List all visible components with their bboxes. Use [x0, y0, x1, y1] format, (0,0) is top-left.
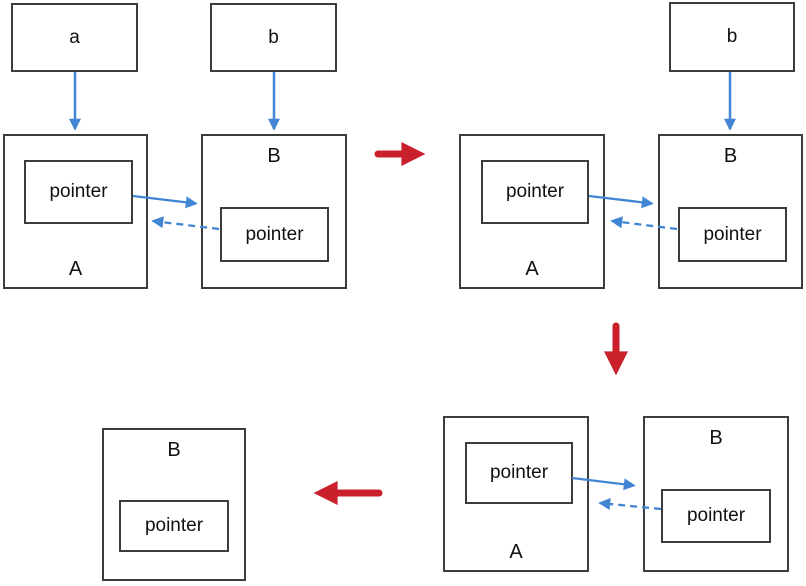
object-a-label: A	[68, 258, 83, 280]
pointer-label: pointer	[49, 181, 108, 202]
variable-box-a: a	[11, 3, 138, 72]
object-b-label: B	[267, 145, 281, 167]
object-box-a: A pointer	[443, 416, 589, 572]
object-box-b: B pointer	[643, 416, 789, 572]
variable-b-label: b	[268, 26, 279, 48]
object-box-b: B pointer	[658, 134, 803, 289]
pointer-box-in-a: pointer	[481, 160, 589, 224]
pointer-box-in-a: pointer	[465, 442, 573, 504]
pointer-label: pointer	[703, 223, 762, 245]
variable-a-label: a	[69, 26, 80, 48]
object-b-label: B	[709, 427, 723, 449]
pointer-label: pointer	[245, 223, 304, 245]
object-b-label: B	[723, 145, 738, 167]
pointer-label: pointer	[489, 462, 549, 483]
pointer-box-in-b: pointer	[661, 489, 771, 543]
pointer-label: pointer	[144, 515, 204, 536]
object-box-a: A pointer	[3, 134, 148, 289]
pointer-box-in-a: pointer	[24, 160, 133, 224]
object-a-label: A	[509, 541, 523, 563]
variable-box-b: b	[669, 2, 795, 72]
variable-box-b: b	[210, 3, 337, 72]
pointer-label: pointer	[505, 181, 565, 202]
pointer-box-in-b: pointer	[220, 207, 329, 262]
pointer-box-in-b: pointer	[119, 500, 229, 552]
object-b-label: B	[167, 439, 181, 461]
variable-b-label: b	[726, 26, 738, 47]
object-box-b: B pointer	[201, 134, 347, 289]
object-a-label: A	[525, 258, 539, 280]
object-box-b: B pointer	[102, 428, 246, 581]
object-box-a: A pointer	[459, 134, 605, 289]
pointer-label: pointer	[686, 505, 746, 526]
pointer-box-in-b: pointer	[678, 207, 787, 262]
